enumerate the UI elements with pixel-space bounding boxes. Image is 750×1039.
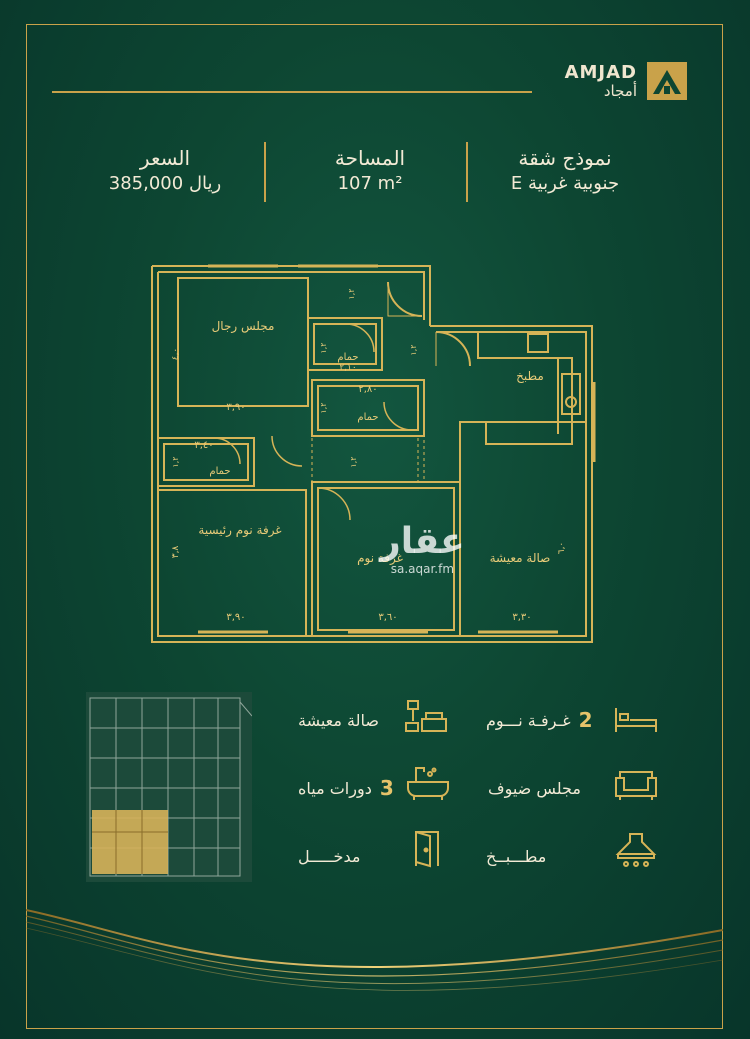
dim-label: ١,٢ [349,456,358,467]
stat-divider [466,142,468,202]
dim-label: ٢,١٠ [339,363,356,373]
price-stat: السعر 385,000 ريال [95,145,235,197]
logo-mark-icon [647,62,687,100]
dim-label: ١,٢ [409,344,418,355]
dim-label: ٣,٤٠ [194,440,213,451]
sofa-icon [615,771,657,800]
kitchen-label: مطـــبــخ [486,846,547,866]
feature-kitchen: مطـــبــخ [486,836,546,876]
model-value: E جنوبية غربية [510,173,620,194]
feature-majlis: مجلس ضيوف [488,768,581,808]
dim-label: ١,٢ [319,342,328,353]
kitchen-hood-icon [615,833,657,867]
bedrooms-label: غـرفـة نـــوم [486,710,571,730]
bedrooms-count: 2 [578,708,593,732]
feature-entrance: مدخـــــل [298,836,360,876]
decorative-wave [26,909,723,991]
area-stat: المساحة 107 m² [300,145,440,197]
dim-label: ١,٢ [319,402,328,413]
dim-label: ٢,٨٠ [358,384,377,395]
feature-bedrooms: 2 غـرفـة نـــوم [486,700,593,740]
dim-label: ٣,٨ [171,546,181,559]
dim-label: ١,٢ [347,288,356,299]
floor-plan: مجلس رجال حمام حمام حمام مطبخ غرفة نوم ر… [151,264,596,643]
dim-label: ٣,٦٠ [378,612,397,623]
dim-label: ٣,٣٠ [512,612,531,623]
majlis-label: مجلس ضيوف [488,778,581,798]
stat-divider [264,142,266,202]
feature-baths: 3 دورات مياه [298,768,394,808]
dim-label: ٣,٩٠ [226,612,245,623]
door-icon [415,831,439,868]
room-master-label: غرفة نوم رئيسية [198,523,281,538]
room-bath2-label: حمام [357,412,378,423]
watermark-text: عقار [380,521,465,562]
price-value: 385,000 ريال [108,173,222,194]
baths-count: 3 [379,776,394,800]
gold-frame [26,24,723,1029]
living-room-icon [405,700,447,732]
room-bath3-label: حمام [209,466,230,477]
living-label: صالة معيشة [298,710,379,730]
amjad-logo: AMJAD أمجاد [545,62,687,102]
dim-label: ٤,٠ [171,348,181,361]
room-majlis-label: مجلس رجال [212,319,275,334]
building-key-plan [86,692,252,882]
bed-icon [615,708,657,732]
dim-label: ٣,٩٠ [226,402,245,413]
area-value: 107 m² [337,173,403,194]
dim-label: ٦,٠ [557,542,567,555]
bathtub-icon [407,767,449,800]
dim-label: ١,٢ [171,456,180,467]
aqar-watermark: عقار sa.aqar.fm [380,521,465,577]
header-rule [52,91,532,93]
room-living-label: صالة معيشة [490,551,551,565]
room-bath1-label: حمام [337,352,358,363]
room-bedroom-label: غرفة نوم [357,551,403,566]
price-label: السعر [139,146,191,170]
feature-living: صالة معيشة [298,700,379,740]
logo-text-ar: أمجاد [603,82,637,100]
entrance-label: مدخـــــل [298,846,361,866]
area-label: المساحة [334,146,406,170]
logo-text-en: AMJAD [564,62,637,83]
watermark-url: sa.aqar.fm [390,562,455,576]
model-label: نموذج شقة [518,146,612,170]
model-stat: نموذج شقة E جنوبية غربية [490,145,640,197]
room-kitchen-label: مطبخ [516,369,544,383]
baths-label: دورات مياه [298,778,372,798]
